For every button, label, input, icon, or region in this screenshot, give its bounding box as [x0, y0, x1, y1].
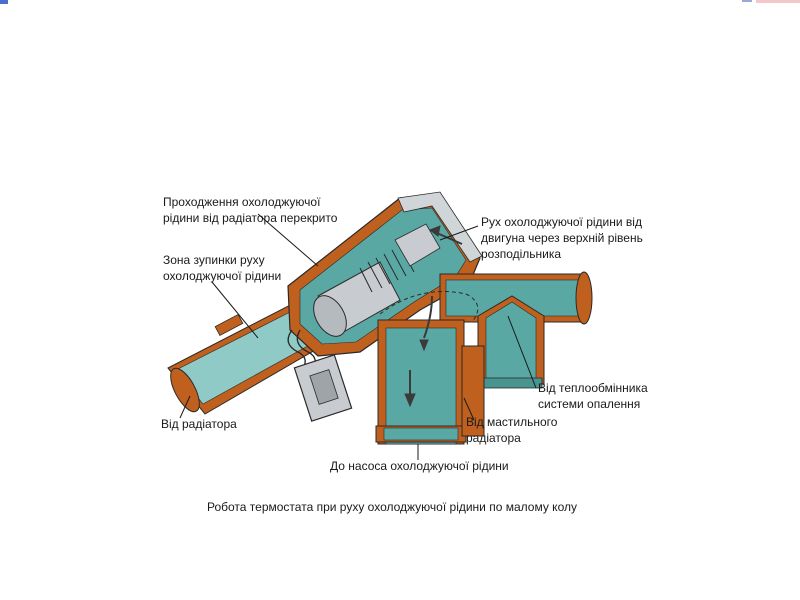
label-flow-blocked: Проходження охолоджуючої рідини від раді… — [163, 194, 337, 226]
label-from-radiator: Від радіатора — [161, 416, 237, 432]
thermostat-valve — [313, 223, 441, 337]
label-flow-blocked-line2: рідини від радіатора перекрито — [163, 211, 338, 225]
label-coolant-flow-line2: двигуна через верхній рівень — [481, 231, 643, 245]
leader-lines — [179, 213, 537, 460]
top-right-accent — [756, 0, 800, 3]
top-right-accent-small — [742, 0, 752, 2]
label-to-pump: До насоса охолоджуючої рідини — [330, 458, 509, 474]
label-from-oil-radiator-line1: Від мастильного — [466, 415, 558, 429]
pump-outlet-pipe — [375, 319, 467, 445]
label-flow-blocked-line1: Проходження охолоджуючої — [163, 195, 321, 209]
label-from-radiator-text: Від радіатора — [161, 417, 237, 431]
label-from-heater-line1: Від теплообмінника — [538, 381, 648, 395]
figure-caption: Робота термостата при руху охолоджуючої … — [207, 499, 577, 515]
label-stop-zone-line1: Зона зупинки руху — [163, 253, 265, 267]
top-left-accent — [0, 0, 8, 4]
figure-caption-text: Робота термостата при руху охолоджуючої … — [207, 500, 577, 514]
label-stop-zone: Зона зупинки руху охолоджуючої рідини — [163, 252, 281, 284]
label-to-pump-text: До насоса охолоджуючої рідини — [330, 459, 509, 473]
label-from-heater: Від теплообмінника системи опалення — [538, 380, 648, 412]
flow-arrows — [379, 225, 479, 408]
label-coolant-flow-line1: Рух охолоджуючої рідини від — [481, 215, 642, 229]
label-from-heater-line2: системи опалення — [538, 397, 641, 411]
label-from-oil-radiator: Від мастильного радіатора — [466, 414, 557, 446]
radiator-inlet-pipe — [167, 299, 323, 415]
label-from-oil-radiator-line2: радіатора — [466, 431, 521, 445]
heater-pipe — [439, 271, 593, 325]
temperature-sensor — [287, 329, 353, 422]
top-edge-bar — [0, 0, 800, 5]
label-coolant-flow-line3: розподільника — [481, 247, 562, 261]
heater-branch — [477, 295, 545, 389]
label-coolant-flow: Рух охолоджуючої рідини від двигуна чере… — [481, 214, 643, 262]
label-stop-zone-line2: охолоджуючої рідини — [163, 269, 282, 283]
oil-radiator-inlet — [461, 345, 485, 437]
